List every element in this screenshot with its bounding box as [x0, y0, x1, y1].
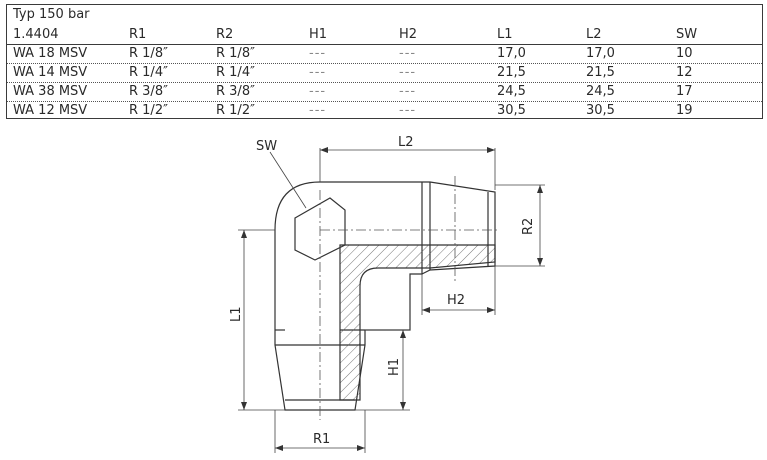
label-l2: L2: [398, 135, 414, 150]
cell-sw: 19: [676, 103, 693, 118]
label-h2: H2: [447, 293, 465, 308]
cell-sw: 10: [676, 46, 693, 61]
header-l2: L2: [586, 27, 602, 42]
cell-h2: ---: [399, 103, 417, 118]
table-row: WA 18 MSV R 1/8″ R 1/8″ --- --- 17,0 17,…: [7, 45, 762, 64]
label-h1: H1: [387, 358, 402, 376]
header-material: 1.4404: [13, 27, 59, 42]
table-row: WA 14 MSV R 1/4″ R 1/4″ --- --- 21,5 21,…: [7, 64, 762, 83]
label-r1: R1: [313, 432, 330, 447]
fitting-outline: [274, 181, 496, 411]
table-row: WA 12 MSV R 1/2″ R 1/2″ --- --- 30,5 30,…: [7, 102, 762, 120]
hatched-section: [339, 244, 496, 401]
elbow-fitting-drawing: SW L2 R2 H2 L1 H1 R1: [229, 135, 545, 453]
cell-part: WA 12 MSV: [13, 103, 88, 118]
cell-h1: ---: [309, 103, 327, 118]
header-r2: R2: [216, 27, 234, 42]
cell-h1: ---: [309, 84, 327, 99]
cell-sw: 17: [676, 84, 693, 99]
header-l1: L1: [497, 27, 513, 42]
header-h2: H2: [399, 27, 418, 42]
label-l1: L1: [229, 306, 244, 322]
cell-r1: R 1/8″: [129, 46, 168, 61]
cell-r2: R 1/4″: [216, 65, 255, 80]
cell-part: WA 18 MSV: [13, 46, 88, 61]
cell-l2: 17,0: [586, 46, 615, 61]
cell-part: WA 14 MSV: [13, 65, 88, 80]
table-header-row: 1.4404 R1 R2 H1 H2 L1 L2 SW: [7, 26, 762, 45]
cell-l1: 17,0: [497, 46, 526, 61]
cell-l2: 24,5: [586, 84, 615, 99]
cell-r2: R 1/8″: [216, 46, 255, 61]
dimension-lines: [238, 148, 545, 453]
cell-r1: R 3/8″: [129, 84, 168, 99]
cell-h2: ---: [399, 84, 417, 99]
spec-table: Typ 150 bar 1.4404 R1 R2 H1 H2 L1 L2 SW …: [6, 4, 763, 119]
cell-h1: ---: [309, 46, 327, 61]
table-row: WA 38 MSV R 3/8″ R 3/8″ --- --- 24,5 24,…: [7, 83, 762, 102]
cell-r2: R 1/2″: [216, 103, 255, 118]
table-title: Typ 150 bar: [13, 7, 90, 22]
cell-h2: ---: [399, 65, 417, 80]
label-sw: SW: [256, 139, 277, 154]
cell-h2: ---: [399, 46, 417, 61]
header-h1: H1: [309, 27, 328, 42]
arrowheads: [241, 147, 543, 451]
header-r1: R1: [129, 27, 147, 42]
cell-r1: R 1/4″: [129, 65, 168, 80]
cell-r2: R 3/8″: [216, 84, 255, 99]
centerlines: [319, 176, 500, 420]
header-sw: SW: [676, 27, 698, 42]
cell-l2: 30,5: [586, 103, 615, 118]
cell-h1: ---: [309, 65, 327, 80]
cell-l1: 24,5: [497, 84, 526, 99]
cell-l1: 21,5: [497, 65, 526, 80]
cell-part: WA 38 MSV: [13, 84, 88, 99]
cell-l1: 30,5: [497, 103, 526, 118]
cell-sw: 12: [676, 65, 693, 80]
cell-l2: 21,5: [586, 65, 615, 80]
label-r2: R2: [521, 218, 536, 235]
cell-r1: R 1/2″: [129, 103, 168, 118]
